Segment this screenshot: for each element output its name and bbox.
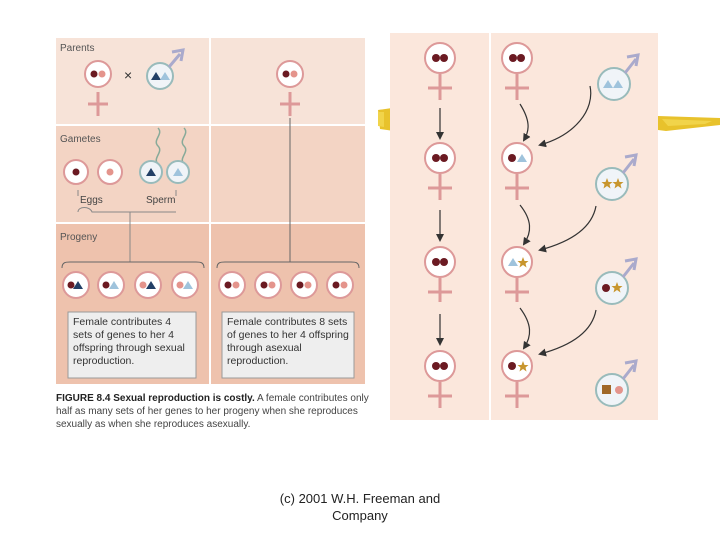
credit-line-2: Company — [332, 508, 388, 523]
asexual-female-gen2 — [424, 142, 456, 200]
male-mate-1 — [597, 53, 640, 101]
label-eggs: Eggs — [80, 195, 103, 206]
male-parent — [146, 48, 185, 90]
text-box-asexual: Female contributes 8 sets of genes to he… — [227, 316, 349, 367]
progeny-asexual-4 — [326, 271, 354, 299]
bracket-progeny-sexual — [61, 261, 205, 269]
progeny-sexual-4 — [171, 271, 199, 299]
progeny-asexual-1 — [218, 271, 246, 299]
bracket-sexual — [77, 190, 177, 262]
progeny-asexual-3 — [290, 271, 318, 299]
text-box-sexual-bg — [67, 311, 197, 379]
female-parent-sexual — [84, 60, 112, 116]
sexual-arrow-3b — [538, 309, 597, 357]
sexual-female-gen4 — [501, 350, 533, 408]
male-mate-2 — [595, 153, 638, 201]
male-mate-3 — [595, 257, 638, 305]
panel-gametes-right — [211, 126, 365, 222]
egg-2 — [97, 159, 123, 185]
figure-caption: FIGURE 8.4 Sexual reproduction is costly… — [56, 392, 376, 431]
progeny-sexual-3 — [134, 271, 162, 299]
caption-number: FIGURE 8.4 — [56, 393, 111, 404]
sexual-arrow-2b — [538, 205, 597, 253]
sperm-2 — [166, 127, 190, 184]
label-gametes: Gametes — [60, 134, 101, 145]
asexual-female-gen1 — [424, 42, 456, 100]
cross-symbol: × — [124, 67, 132, 83]
sexual-arrow-1a — [519, 103, 531, 142]
sexual-arrow-3a — [519, 307, 531, 350]
text-box-sexual: Female contributes 4 sets of genes to he… — [73, 316, 185, 367]
gold-bar-right — [658, 116, 720, 131]
asexual-female-gen4 — [424, 350, 456, 408]
male-mate-4 — [595, 359, 638, 407]
sperm-1 — [139, 127, 163, 184]
sexual-arrow-1b — [538, 85, 592, 148]
bracket-progeny-asexual — [216, 261, 360, 269]
female-parent-asexual — [276, 60, 304, 116]
progeny-sexual-1 — [62, 271, 90, 299]
label-sperm: Sperm — [146, 195, 175, 206]
egg-1 — [63, 159, 89, 185]
sexual-female-gen3 — [501, 246, 533, 302]
label-progeny: Progeny — [60, 232, 97, 243]
asexual-female-gen3 — [424, 246, 456, 302]
sexual-female-gen1 — [501, 42, 533, 100]
label-parents: Parents — [60, 43, 94, 54]
caption-text: A female contributes only half as many s… — [56, 393, 369, 430]
credit-line-1: (c) 2001 W.H. Freeman and — [279, 491, 441, 506]
progeny-asexual-2 — [254, 271, 282, 299]
progeny-sexual-2 — [97, 271, 125, 299]
caption-title: Sexual reproduction is costly. — [113, 393, 255, 404]
sexual-arrow-2a — [519, 204, 531, 246]
text-box-asexual-bg — [221, 311, 355, 379]
copyright-credit: (c) 2001 W.H. Freeman and Company — [250, 490, 470, 524]
sexual-female-gen2 — [501, 142, 533, 200]
